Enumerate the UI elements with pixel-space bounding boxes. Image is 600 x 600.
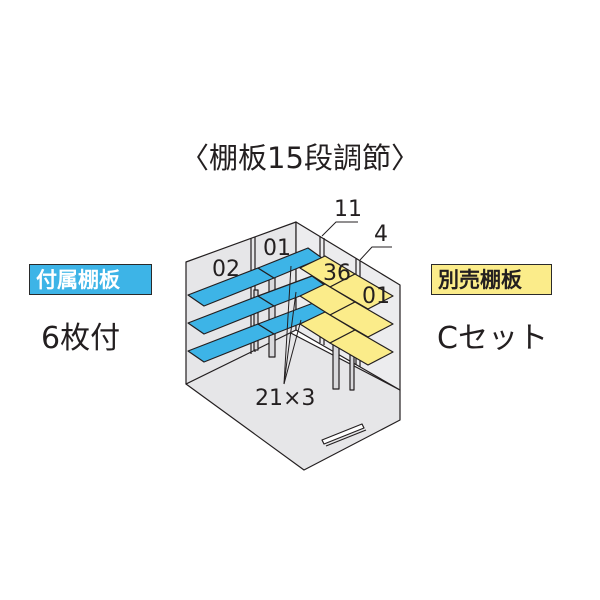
label-corner-top: 11 xyxy=(334,197,362,222)
label-right-top: 4 xyxy=(374,222,388,247)
label-right-side-2: 01 xyxy=(362,284,390,309)
optional-shelves-badge: 別売棚板 xyxy=(431,264,552,295)
included-shelves xyxy=(187,247,331,363)
label-left-back-2: 01 xyxy=(263,236,291,261)
optional-shelves xyxy=(299,255,394,366)
label-left-back-1: 02 xyxy=(212,257,240,282)
optional-shelves-set: Cセット xyxy=(437,321,548,356)
included-shelves-quantity: 6枚付 xyxy=(41,321,121,356)
page-title: 〈棚板15段調節〉 xyxy=(180,141,420,175)
label-shelf-count: 21×3 xyxy=(255,386,315,411)
label-right-side-1: 36 xyxy=(323,261,351,286)
included-shelves-badge: 付属棚板 xyxy=(29,264,152,295)
